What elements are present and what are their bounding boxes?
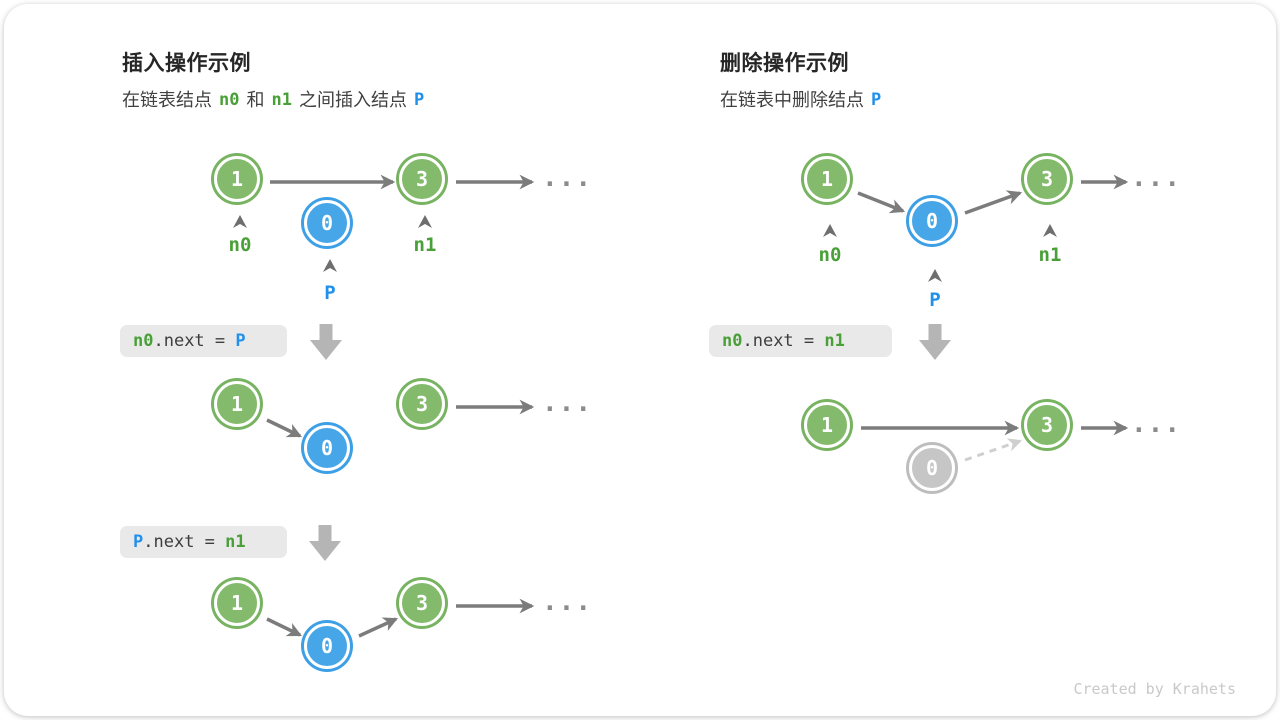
caret-up-icon: [418, 215, 432, 228]
code-snippet-n0-next-p: n0.next = P: [120, 325, 287, 357]
ellipsis: ...: [1131, 409, 1181, 439]
ellipsis: ...: [1131, 163, 1181, 193]
code-lhs: n0: [722, 331, 743, 351]
arrow-delete-d1-1-to-0: [857, 191, 906, 214]
node-value: 3: [415, 167, 429, 191]
subtitle-text: 在链表中删除结点: [720, 90, 864, 110]
node-value: 1: [820, 167, 834, 191]
ellipsis: ...: [542, 587, 592, 617]
node-value: 3: [415, 392, 429, 416]
down-block-arrow-icon: [310, 324, 342, 360]
caret-up-icon: [1043, 224, 1057, 237]
node-value: 0: [320, 634, 334, 658]
arrow-insert-d3-0-to-3: [358, 617, 399, 638]
down-block-arrow-icon: [919, 324, 951, 360]
node-value: 0: [320, 436, 334, 460]
down-block-arrow-icon: [309, 525, 341, 561]
list-node-0-p: 0: [909, 198, 955, 244]
subtitle-text: 和: [246, 90, 265, 110]
list-node-0-p: 0: [304, 200, 350, 246]
token-p: P: [871, 90, 882, 110]
node-value: 3: [1040, 167, 1054, 191]
list-node-3: 3: [399, 580, 445, 626]
code-mid: .next =: [143, 532, 226, 552]
list-node-1: 1: [214, 156, 260, 202]
node-value: 1: [230, 591, 244, 615]
code-lhs: n0: [133, 331, 154, 351]
pointer-label-p: P: [929, 289, 941, 311]
ellipsis: ...: [542, 388, 592, 418]
token-n0: n0: [219, 90, 240, 110]
caret-up-icon: [233, 215, 247, 228]
node-value: 3: [1040, 413, 1054, 437]
node-value: 0: [925, 209, 939, 233]
arrow-insert-d3-1-to-0: [266, 617, 302, 637]
token-p: P: [413, 90, 425, 110]
arrow-delete-d1-0-to-3: [964, 190, 1023, 215]
pointer-label-n1: n1: [413, 234, 437, 256]
node-value: 1: [230, 167, 244, 191]
list-node-0-removed: 0: [909, 445, 955, 491]
code-mid: .next =: [153, 331, 236, 351]
arrow-delete-d2-0-to-3-dashed: [964, 438, 1022, 462]
pointer-label-p: P: [324, 282, 336, 304]
insert-section-subtitle: 在链表结点 n0 和 n1 之间插入结点 P: [122, 86, 431, 112]
arrow-insert-d2-1-to-0: [266, 418, 302, 438]
list-node-3: 3: [1024, 402, 1070, 448]
pointer-label-n1: n1: [1038, 244, 1062, 266]
code-snippet-n0-next-n1: n0.next = n1: [709, 325, 892, 357]
list-node-3: 3: [399, 381, 445, 427]
pointer-label-n0: n0: [818, 244, 842, 266]
list-node-1: 1: [214, 580, 260, 626]
code-rhs: n1: [824, 331, 845, 351]
caret-up-icon: [323, 259, 337, 272]
pointer-label-n0: n0: [228, 234, 252, 256]
credit-text: Created by Krahets: [1073, 680, 1236, 698]
code-lhs: P: [133, 532, 144, 552]
caret-up-icon: [928, 269, 942, 282]
caret-up-icon: [823, 224, 837, 237]
list-node-3: 3: [399, 156, 445, 202]
code-rhs: P: [235, 331, 246, 351]
node-value: 1: [820, 413, 834, 437]
list-node-0-p: 0: [304, 623, 350, 669]
list-node-1: 1: [214, 381, 260, 427]
insert-section-title: 插入操作示例: [122, 52, 251, 75]
subtitle-text: 在链表结点: [122, 90, 212, 110]
node-value: 3: [415, 591, 429, 615]
token-n1: n1: [271, 90, 292, 110]
node-value: 0: [320, 211, 334, 235]
list-node-1: 1: [804, 156, 850, 202]
node-value: 1: [230, 392, 244, 416]
list-node-1: 1: [804, 402, 850, 448]
subtitle-text: 之间插入结点: [298, 90, 407, 110]
code-rhs: n1: [225, 532, 246, 552]
figure-card: 插入操作示例 在链表结点 n0 和 n1 之间插入结点 P 删除操作示例 在链表中删除结点…: [4, 4, 1276, 716]
list-node-0-p: 0: [304, 425, 350, 471]
code-snippet-p-next-n1: P.next = n1: [120, 526, 287, 558]
delete-section-title: 删除操作示例: [720, 52, 849, 75]
code-mid: .next =: [742, 331, 825, 351]
ellipsis: ...: [542, 163, 592, 193]
list-node-3: 3: [1024, 156, 1070, 202]
delete-section-subtitle: 在链表中删除结点 P: [720, 86, 888, 112]
node-value: 0: [925, 456, 939, 480]
